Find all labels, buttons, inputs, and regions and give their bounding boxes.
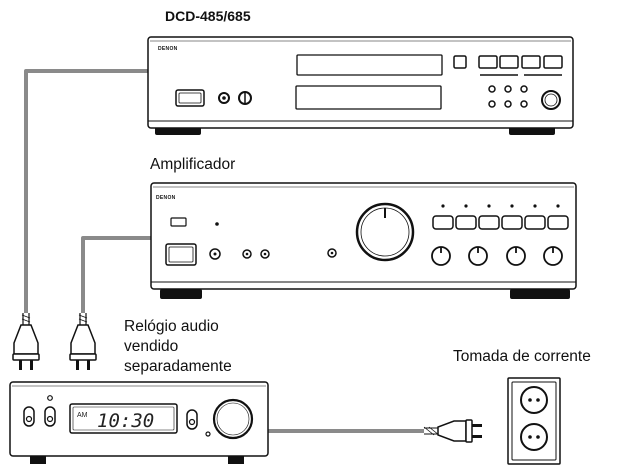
cd-headphone-jack-center [222, 96, 226, 100]
amplifier-foot-right [510, 289, 570, 299]
amp-selector-leds [441, 204, 560, 208]
amp-selector-button [478, 215, 500, 230]
clock-led [47, 395, 53, 401]
amp-tone-knob-marks [440, 247, 554, 253]
cd-transport-button-2 [499, 55, 519, 69]
cd-open-close-button [453, 55, 467, 69]
cd-power-button [175, 89, 205, 107]
audio-clock: AM 10:30 [9, 381, 269, 464]
clock-display-window [69, 403, 178, 434]
amplifier [150, 182, 577, 299]
cd-small-button [488, 100, 496, 108]
amp-tone-knobs [431, 246, 563, 266]
disc-tray [296, 54, 443, 76]
clock-label-line-2: vendido [124, 338, 179, 355]
cd-transport-button-4 [543, 55, 563, 69]
power-plug-icon [423, 419, 482, 443]
cd-player-body [147, 36, 574, 129]
power-cords [24, 69, 424, 433]
clock-foot-left [30, 454, 46, 464]
cd-jog-knob-inner [544, 93, 558, 107]
clock-label-line-1: Relógio audio [124, 318, 219, 335]
cd-player-brand-label: DENON [158, 46, 178, 52]
cd-player-model-label: DCD-485/685 [165, 8, 251, 24]
cd-display-window [295, 85, 442, 110]
clock-time-readout: 10:30 [97, 410, 154, 432]
amp-selector-button [501, 215, 523, 230]
power-plug-icon [12, 313, 40, 370]
clock-am-indicator: AM [77, 412, 88, 419]
amplifier-foot-left [160, 289, 202, 299]
amp-selector-buttons [432, 215, 569, 230]
clock-foot-right [228, 454, 244, 464]
cd-small-button [504, 100, 512, 108]
clock-label-line-3: separadamente [124, 358, 232, 375]
amp-selector-button [547, 215, 569, 230]
cd-player-power-cord [24, 69, 150, 313]
cd-transport-button-1 [478, 55, 498, 69]
amplifier-label: Amplificador [150, 156, 236, 173]
power-plug-icon [69, 313, 97, 370]
outlet-socket-lower [520, 423, 548, 451]
amp-selector-button [524, 215, 546, 230]
amplifier-brand-label: DENON [156, 195, 176, 201]
amp-jack-centers [213, 251, 334, 256]
outlet-label: Tomada de corrente [453, 348, 591, 365]
cd-numeric-buttons [488, 85, 528, 108]
cd-player [147, 36, 574, 135]
clock-small-dot [205, 431, 211, 437]
amp-standby-indicator [170, 217, 187, 227]
amp-selector-button [455, 215, 477, 230]
amp-led [215, 222, 219, 226]
amp-power-button-inner [168, 246, 194, 263]
cd-small-button [488, 85, 496, 93]
cd-transport-button-3 [521, 55, 541, 69]
clock-knob [212, 398, 254, 440]
amp-selector-button [432, 215, 454, 230]
amplifier-power-cord [81, 236, 152, 313]
cd-small-button [520, 100, 528, 108]
wall-outlet-icon [507, 377, 561, 465]
outlet-socket-upper [520, 386, 548, 414]
cd-power-button-inner [178, 92, 202, 104]
cd-small-button [520, 85, 528, 93]
cd-small-button [504, 85, 512, 93]
amp-power-button [165, 243, 197, 266]
volume-knob-icon [355, 202, 415, 262]
